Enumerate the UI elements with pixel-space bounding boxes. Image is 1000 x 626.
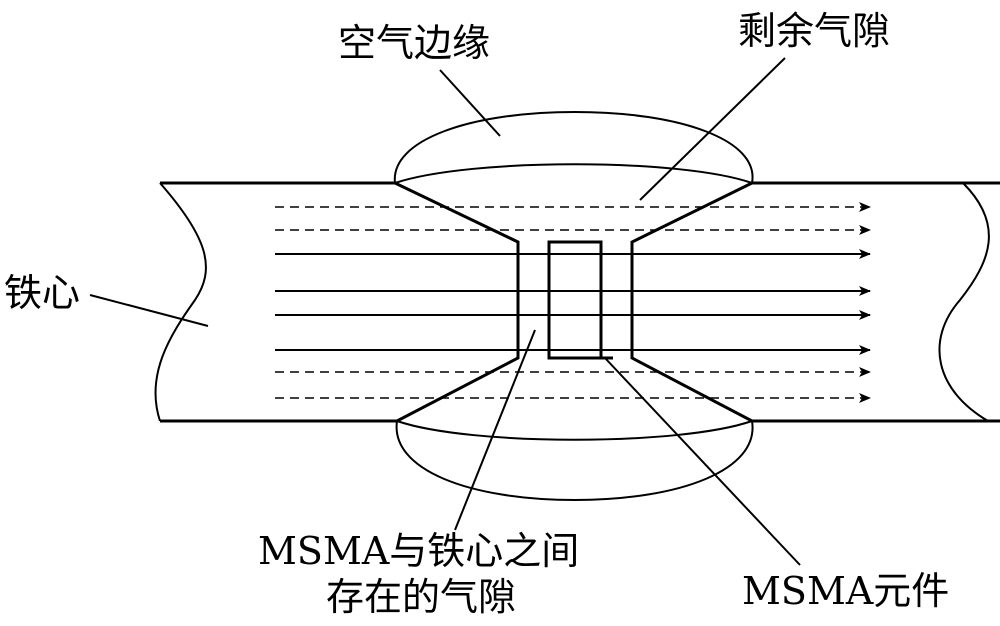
right-iron-core-break (938, 182, 990, 422)
upper-air-fringe-inner (394, 163, 753, 184)
label-air-fringe: 空气边缘 (338, 21, 491, 65)
label-msma-element: MSMA元件 (742, 569, 950, 613)
leader-msma-gap (454, 329, 536, 531)
leader-residual-gap (639, 57, 786, 201)
label-msma-gap-line1: MSMA与铁心之间 (258, 529, 580, 573)
right-iron-core (630, 181, 1000, 423)
label-msma-gap-line2: 存在的气隙 (326, 575, 517, 619)
leader-msma-element (604, 357, 801, 566)
leader-iron-core (89, 294, 209, 327)
upper-air-fringe (393, 110, 754, 184)
label-residual-gap: 剩余气隙 (738, 9, 891, 53)
left-iron-core-top (160, 181, 520, 423)
msma-element (547, 240, 603, 360)
lower-air-fringe-inner (396, 420, 753, 441)
label-iron-core: 铁心 (4, 271, 81, 315)
leader-air-fringe (439, 69, 501, 137)
left-iron-core-break (154, 182, 207, 422)
lower-air-fringe (395, 420, 754, 502)
